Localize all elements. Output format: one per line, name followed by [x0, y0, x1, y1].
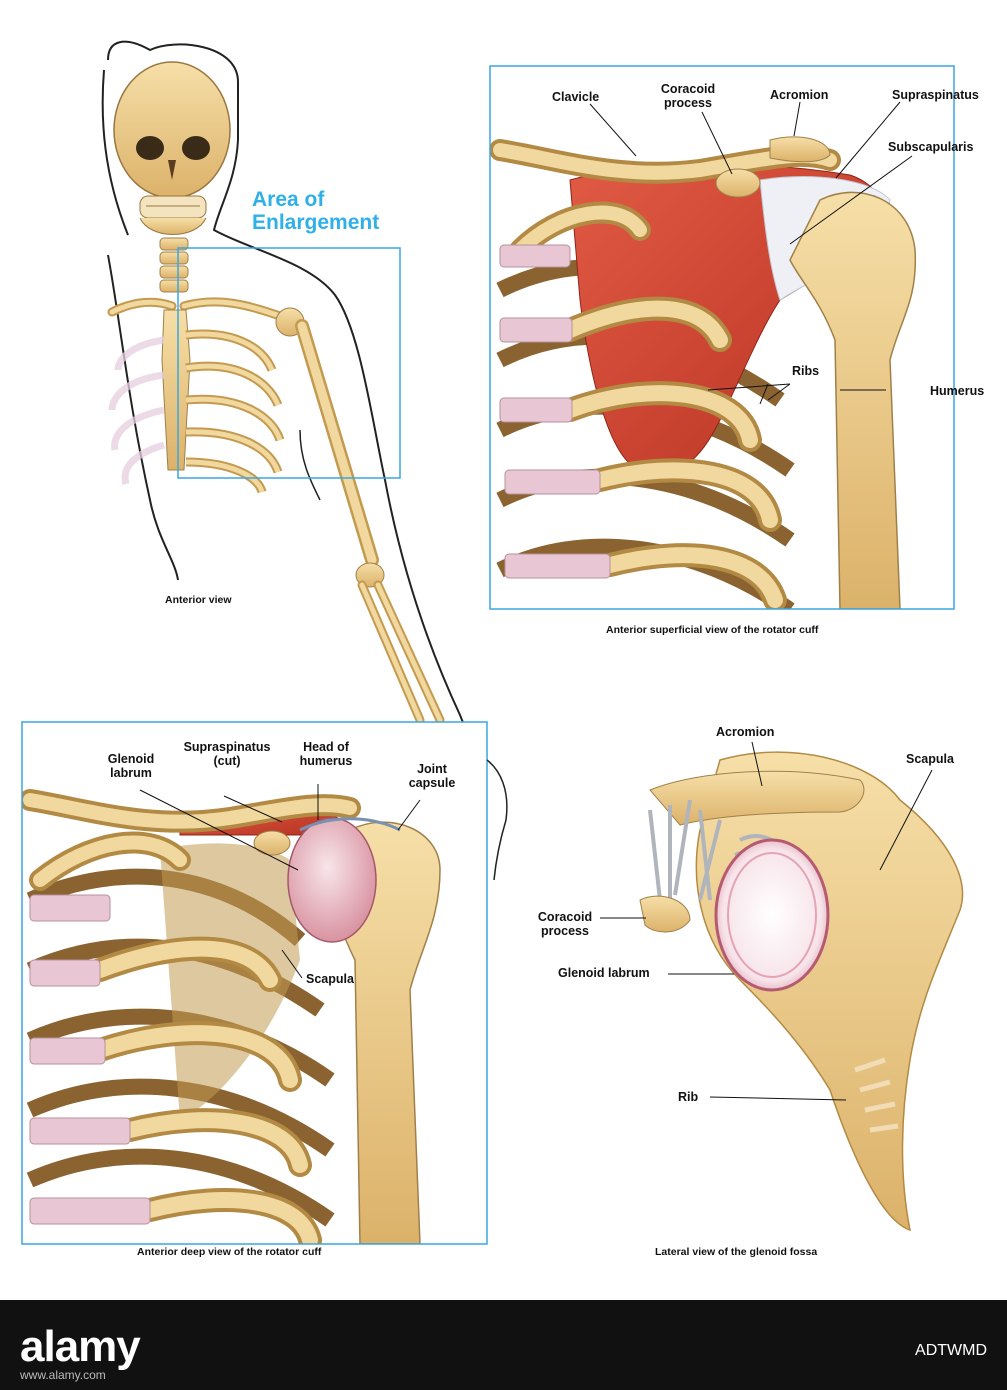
ribs-detailed	[185, 329, 285, 494]
caption-superficial: Anterior superficial view of the rotator…	[606, 624, 819, 636]
label-coracoid-process-lat: Coracoid process	[532, 910, 598, 938]
label-humerus: Humerus	[930, 384, 985, 398]
panel-deep-frame	[21, 721, 488, 1245]
label-glenoid-labrum-lat: Glenoid labrum	[558, 966, 650, 980]
deep-leader-lines	[139, 784, 421, 979]
acromion	[769, 136, 831, 163]
coracoid-process	[715, 168, 761, 198]
label-supraspinatus-cut: Supraspinatus (cut)	[182, 740, 272, 768]
label-supraspinatus: Supraspinatus	[892, 88, 979, 102]
label-head-of-humerus: Head of humerus	[296, 740, 356, 768]
hand-outline	[486, 759, 508, 881]
panel-superficial-frame	[489, 65, 955, 610]
label-joint-capsule-text: Joint capsule	[408, 762, 456, 790]
watermark-site: www.alamy.com	[20, 1368, 106, 1382]
humerus	[789, 191, 917, 609]
ribs-faded	[108, 336, 166, 485]
label-acromion-lat: Acromion	[716, 725, 775, 739]
watermark-image-id: ADTWMD	[915, 1342, 987, 1359]
area-label-line-1: Area of	[252, 188, 325, 211]
area-label-line-2: Enlargement	[252, 211, 380, 234]
watermark-brand: alamy	[20, 1322, 141, 1371]
caption-deep: Anterior deep view of the rotator cuff	[137, 1246, 322, 1258]
caption-anterior: Anterior view	[165, 594, 232, 606]
label-subscapularis: Subscapularis	[888, 140, 974, 154]
panel-superficial	[489, 65, 955, 610]
panel-lateral	[600, 741, 964, 1232]
panel-deep	[21, 721, 508, 1245]
label-coracoid-process-text: Coracoid process	[660, 82, 716, 110]
label-ribs: Ribs	[792, 364, 820, 378]
label-coracoid-process: Coracoid process	[650, 82, 726, 110]
glenoid-fossa	[714, 838, 830, 992]
label-rib: Rib	[678, 1090, 699, 1104]
superficial-leader-lines	[589, 101, 913, 405]
skull	[113, 61, 231, 235]
caption-lateral: Lateral view of the glenoid fossa	[655, 1246, 818, 1258]
lateral-acromion	[649, 770, 865, 826]
head-of-humerus	[287, 817, 377, 943]
sternum	[161, 309, 191, 471]
label-scapula-lat: Scapula	[906, 752, 954, 766]
watermark-footer	[0, 1300, 1007, 1390]
label-joint-capsule: Joint capsule	[404, 762, 460, 790]
lateral-leader-lines	[600, 741, 933, 1101]
label-coracoid-process-lat-text: Coracoid process	[537, 910, 593, 938]
label-scapula-deep: Scapula	[306, 972, 354, 986]
label-head-of-humerus-text: Head of humerus	[299, 740, 353, 768]
lateral-scapula	[695, 751, 964, 1232]
joint-capsule	[299, 817, 401, 832]
front-ribs	[499, 201, 787, 609]
cervical-spine	[159, 237, 189, 293]
label-supraspinatus-cut-text: Supraspinatus (cut)	[183, 740, 271, 768]
scapula-shape	[160, 843, 300, 1120]
deep-front-ribs	[29, 831, 322, 1244]
label-acromion-sup: Acromion	[770, 88, 829, 102]
anterior-view-skeleton	[101, 40, 471, 741]
label-glenoid-labrum-deep-text: Glenoid labrum	[107, 752, 155, 780]
arm-bones	[275, 307, 445, 725]
lateral-coracoid	[639, 895, 691, 933]
label-glenoid-labrum-deep: Glenoid labrum	[98, 752, 164, 780]
area-of-enlargement-box	[177, 247, 401, 479]
area-of-enlargement-label: Area of Enlargement	[252, 188, 379, 234]
label-clavicle: Clavicle	[552, 90, 600, 104]
lateral-ribs	[854, 1057, 899, 1133]
